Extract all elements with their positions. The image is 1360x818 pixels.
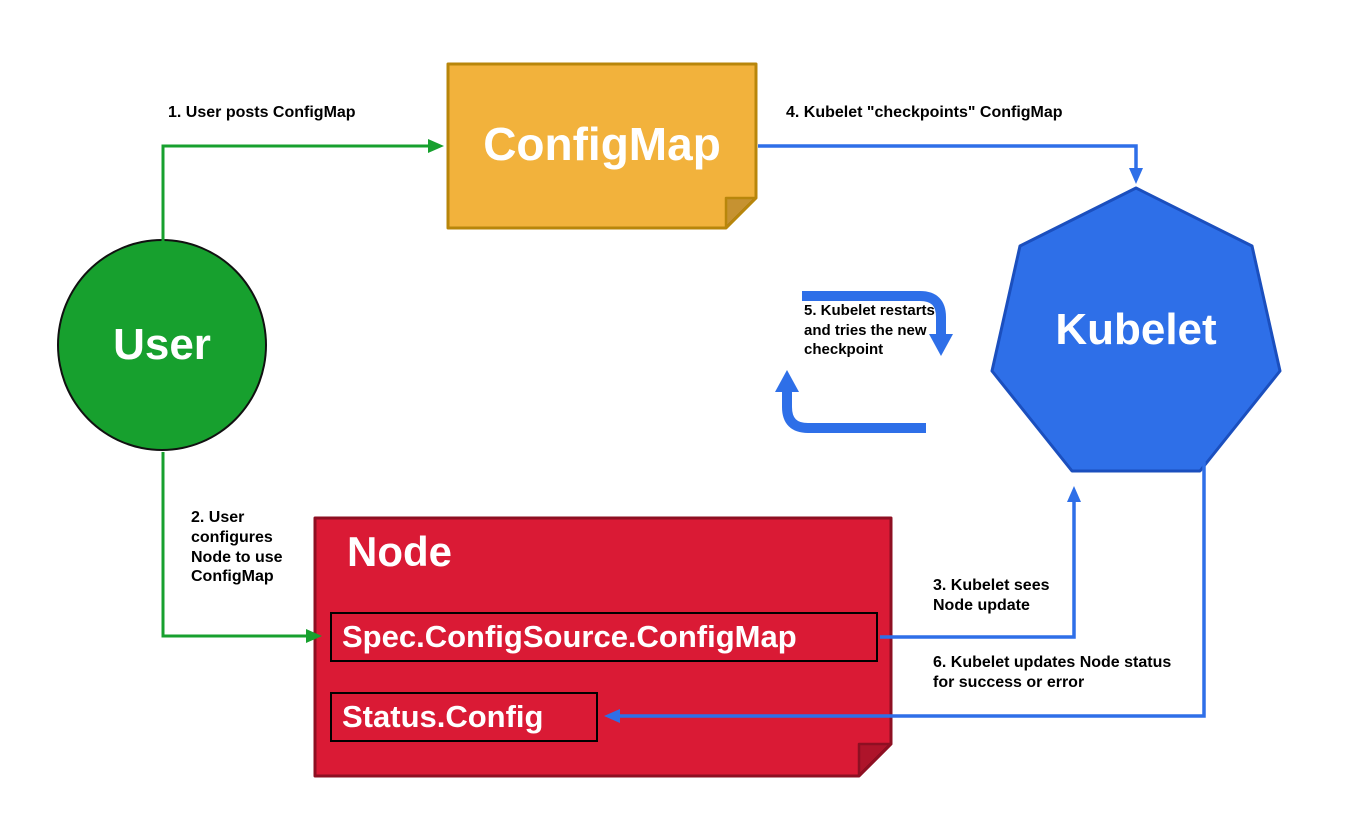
arrow-user-to-configmap <box>161 139 444 246</box>
arrow-configmap-to-kubelet <box>758 144 1143 184</box>
configmap-label: ConfigMap <box>483 118 721 170</box>
step5-restart-loop-label: 5. Kubelet restarts and tries the new ch… <box>804 302 935 358</box>
configmap-fold-corner <box>724 196 758 230</box>
step2-label: 2. User configures Node to use ConfigMap <box>191 509 283 586</box>
user-circle <box>57 239 267 451</box>
user-label: User <box>113 320 211 369</box>
configmap-note <box>446 62 758 230</box>
node-title: Node <box>347 528 452 575</box>
node-spec-configsource-label: Spec.ConfigSource.ConfigMap <box>342 619 797 654</box>
restart-loop-arrow-bottom <box>775 370 926 433</box>
node-fold-corner <box>857 742 893 778</box>
node-spec-configsource-box: Spec.ConfigSource.ConfigMap <box>330 612 878 662</box>
node-status-config-box: Status.Config <box>330 692 598 742</box>
step6-label: 6. Kubelet updates Node status for succe… <box>933 654 1172 691</box>
step4-label: 4. Kubelet "checkpoints" ConfigMap <box>786 104 1063 121</box>
step3-label: 3. Kubelet sees Node update <box>933 577 1050 614</box>
arrow-node-to-kubelet <box>880 486 1081 639</box>
kubelet-label: Kubelet <box>1055 305 1217 354</box>
node-status-config-label: Status.Config <box>342 699 544 734</box>
step1-label: 1. User posts ConfigMap <box>168 104 356 121</box>
